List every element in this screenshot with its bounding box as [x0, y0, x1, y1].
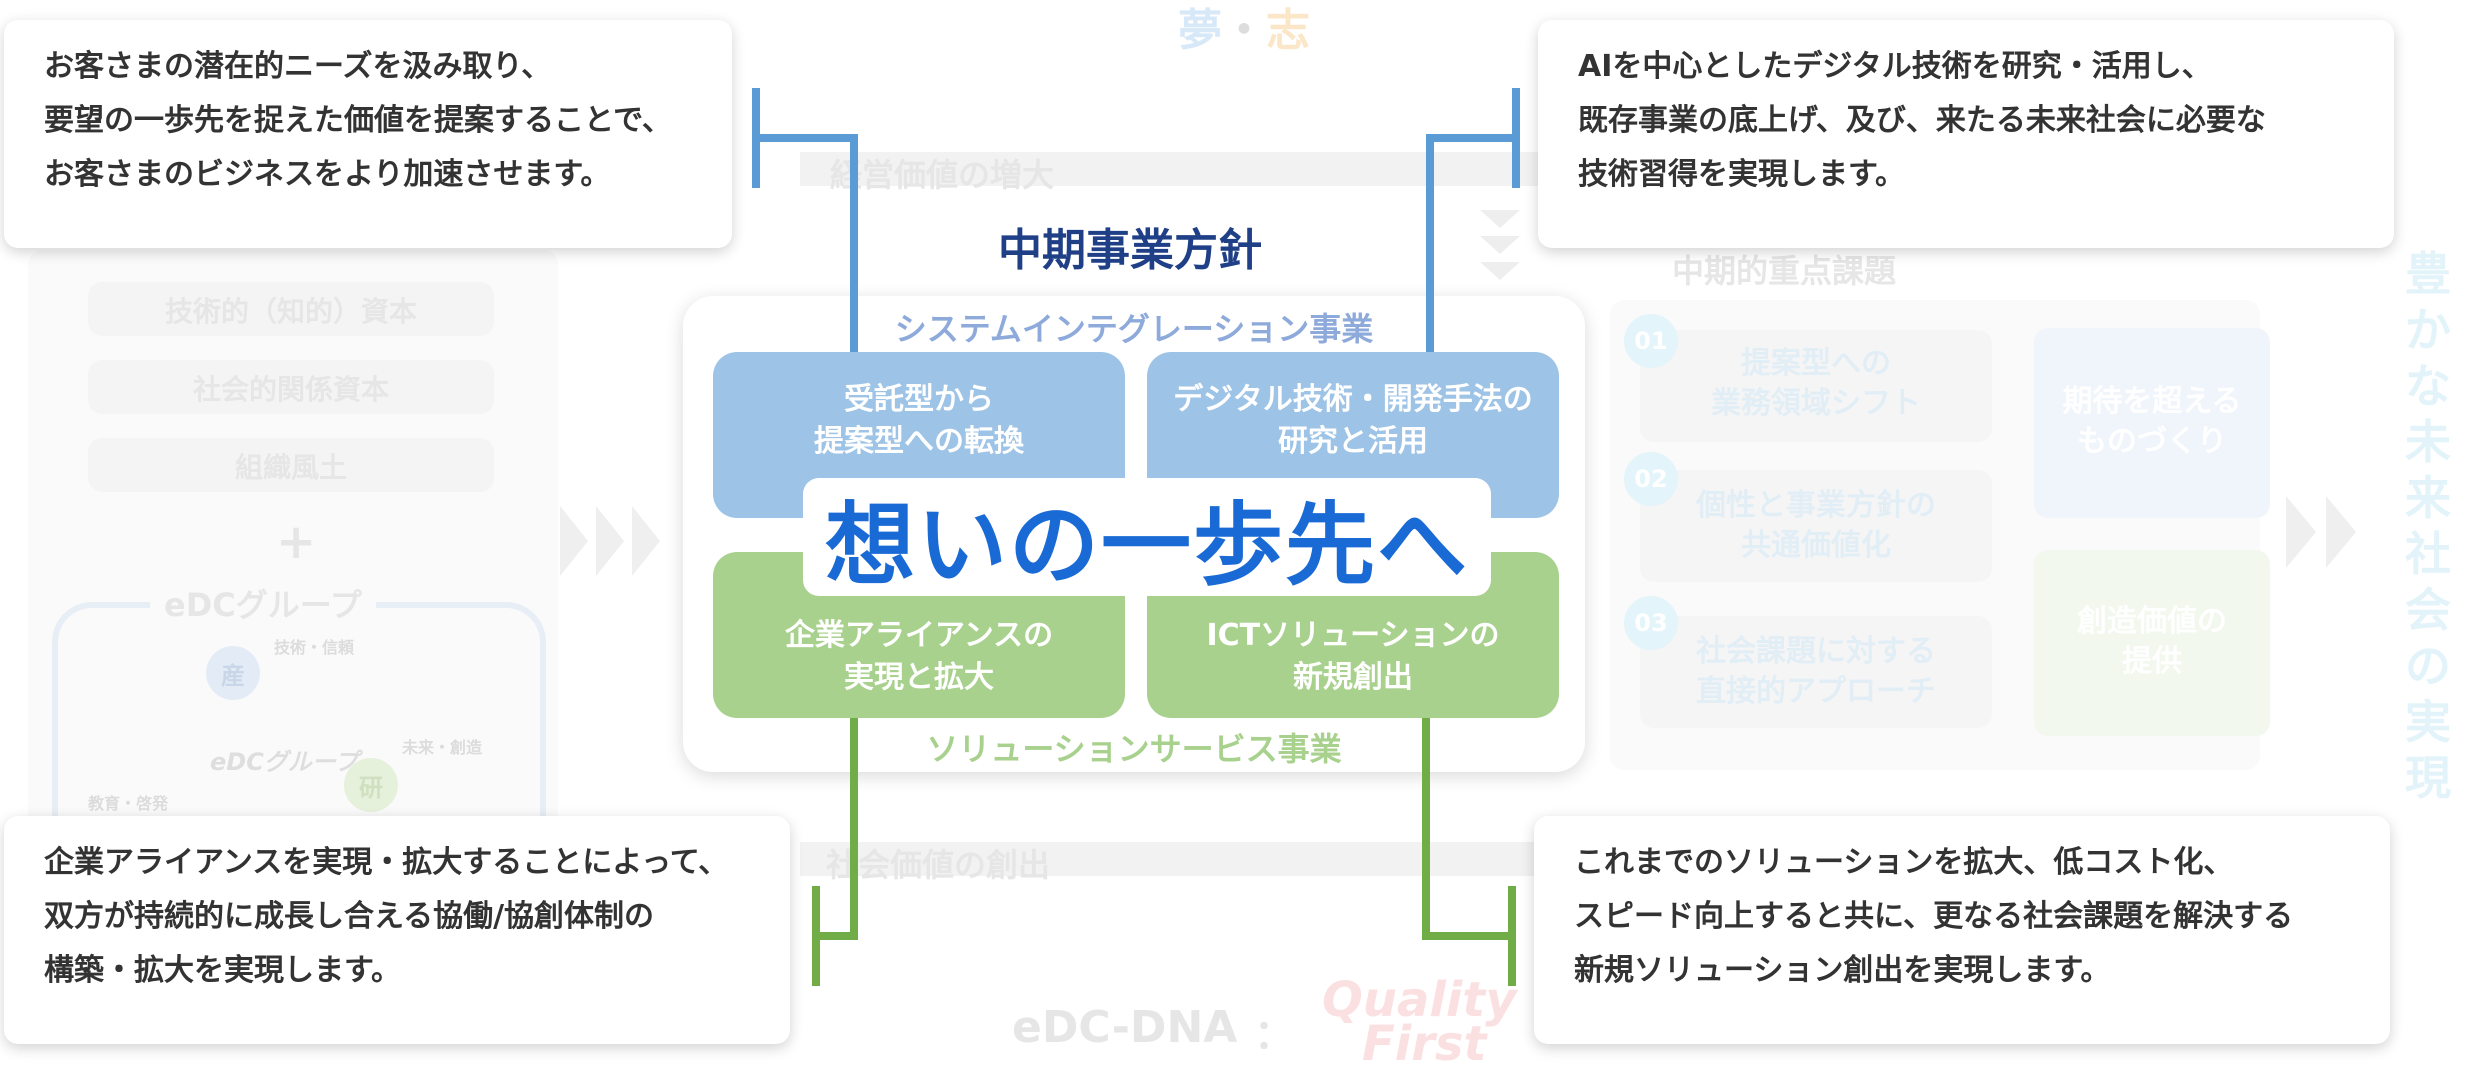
callout-bottom-right: これまでのソリューションを拡大、低コスト化、 スピード向上すると共に、更なる社会…: [1534, 816, 2390, 1044]
issue-1-text: 提案型への業務領域シフト: [1711, 346, 1921, 421]
management-value-label: 経営価値の増大: [830, 156, 1055, 194]
vertical-future-society: 豊かな未来社会の実現: [2405, 247, 2451, 805]
callout-line: お客さまの潜在的ニーズを汲み取り、: [44, 49, 552, 84]
capital-item-3-label: 組織風土: [234, 451, 347, 484]
center-title: 中期事業方針: [998, 225, 1262, 276]
tag-edu: 教育・啓発: [88, 794, 169, 813]
callout-line: AIを中心としたデジタル技術を研究・活用し、: [1578, 49, 2212, 84]
issue-box-1: [1640, 330, 1992, 442]
callout-line: スピード向上すると共に、更なる社会課題を解決する: [1574, 899, 2294, 934]
group-title: eDCグループ: [150, 580, 376, 626]
connector-bottom-right: [1422, 718, 1516, 986]
callout-line: これまでのソリューションを拡大、低コスト化、: [1574, 845, 2234, 880]
issue-3-text: 社会課題に対する直接的アプローチ: [1696, 634, 1936, 709]
callout-top-right: AIを中心としたデジタル技術を研究・活用し、 既存事業の底上げ、及び、来たる未来…: [1538, 20, 2394, 248]
expectation-box: [2034, 328, 2270, 518]
left-column-bg: [28, 250, 558, 850]
capital-item-2: [88, 360, 494, 414]
issue-2-text: 個性と事業方針の共通価値化: [1696, 488, 1936, 563]
right-column-title: 中期的重点課題: [1672, 252, 1897, 290]
callout-line: 構築・拡大を実現します。: [44, 953, 401, 988]
node-ken: 研: [344, 758, 398, 812]
callout-line: 技術習得を実現します。: [1578, 157, 1905, 192]
capital-item-1: [88, 282, 494, 336]
callout-line: 既存事業の底上げ、及び、来たる未来社会に必要な: [1578, 103, 2266, 138]
social-value-label: 社会価値の創出: [826, 846, 1051, 884]
callout-line: 要望の一歩先を捉えた価値を提案することで、: [44, 103, 672, 138]
issue-num-2: 02: [1624, 452, 1678, 506]
issue-box-2: [1640, 470, 1992, 582]
callout-line: 双方が持続的に成長し合える協働/協創体制の: [44, 899, 655, 934]
callout-line: お客さまのビジネスをより加速させます。: [44, 157, 611, 192]
chevron-arrows-down: [1480, 210, 1520, 280]
issue-box-3: [1640, 616, 1992, 728]
expectation-text: 期待を超えるものづくり: [2062, 384, 2242, 459]
issue-num-3: 03: [1624, 596, 1678, 650]
callout-line: 企業アライアンスを実現・拡大することによって、: [44, 845, 729, 880]
social-value-band: [800, 842, 1560, 876]
chevron-arrows-left: [560, 506, 660, 576]
catchphrase: 想いの一歩先へ: [803, 478, 1491, 598]
solution-business-label: ソリューションサービス事業: [926, 730, 1342, 768]
connector-top-left: [752, 88, 858, 352]
si-business-label: システムインテグレーション事業: [894, 310, 1374, 348]
value-creation-text: 創造価値の提供: [2077, 604, 2227, 679]
issue-num-1: 01: [1624, 314, 1678, 368]
capital-item-1-label: 技術的（知的）資本: [164, 295, 417, 328]
capital-item-3: [88, 438, 494, 492]
dna-label: eDC-DNA: [1012, 1002, 1238, 1053]
connector-top-right: [1426, 88, 1520, 352]
chevron-arrows-right: [2286, 496, 2356, 568]
connector-bottom-left: [812, 718, 858, 986]
vision-title: 夢・志: [1178, 5, 1310, 56]
callout-line: 新規ソリューション創出を実現します。: [1574, 953, 2111, 988]
edc-group-logo: eDCグループ: [210, 748, 359, 776]
callout-bottom-left: 企業アライアンスを実現・拡大することによって、 双方が持続的に成長し合える協働/…: [4, 816, 790, 1044]
node-san: 産: [206, 646, 260, 700]
tag-future-create: 未来・創造: [402, 738, 483, 757]
value-creation-box: [2034, 550, 2270, 736]
tag-tech-trust: 技術・信頼: [274, 638, 355, 657]
capital-item-2-label: 社会的関係資本: [192, 373, 389, 406]
dna-colon: ：: [1254, 1012, 1294, 1058]
plus-sign: +: [276, 514, 317, 570]
callout-top-left: お客さまの潜在的ニーズを汲み取り、 要望の一歩先を捉えた価値を提案することで、 …: [4, 20, 732, 248]
